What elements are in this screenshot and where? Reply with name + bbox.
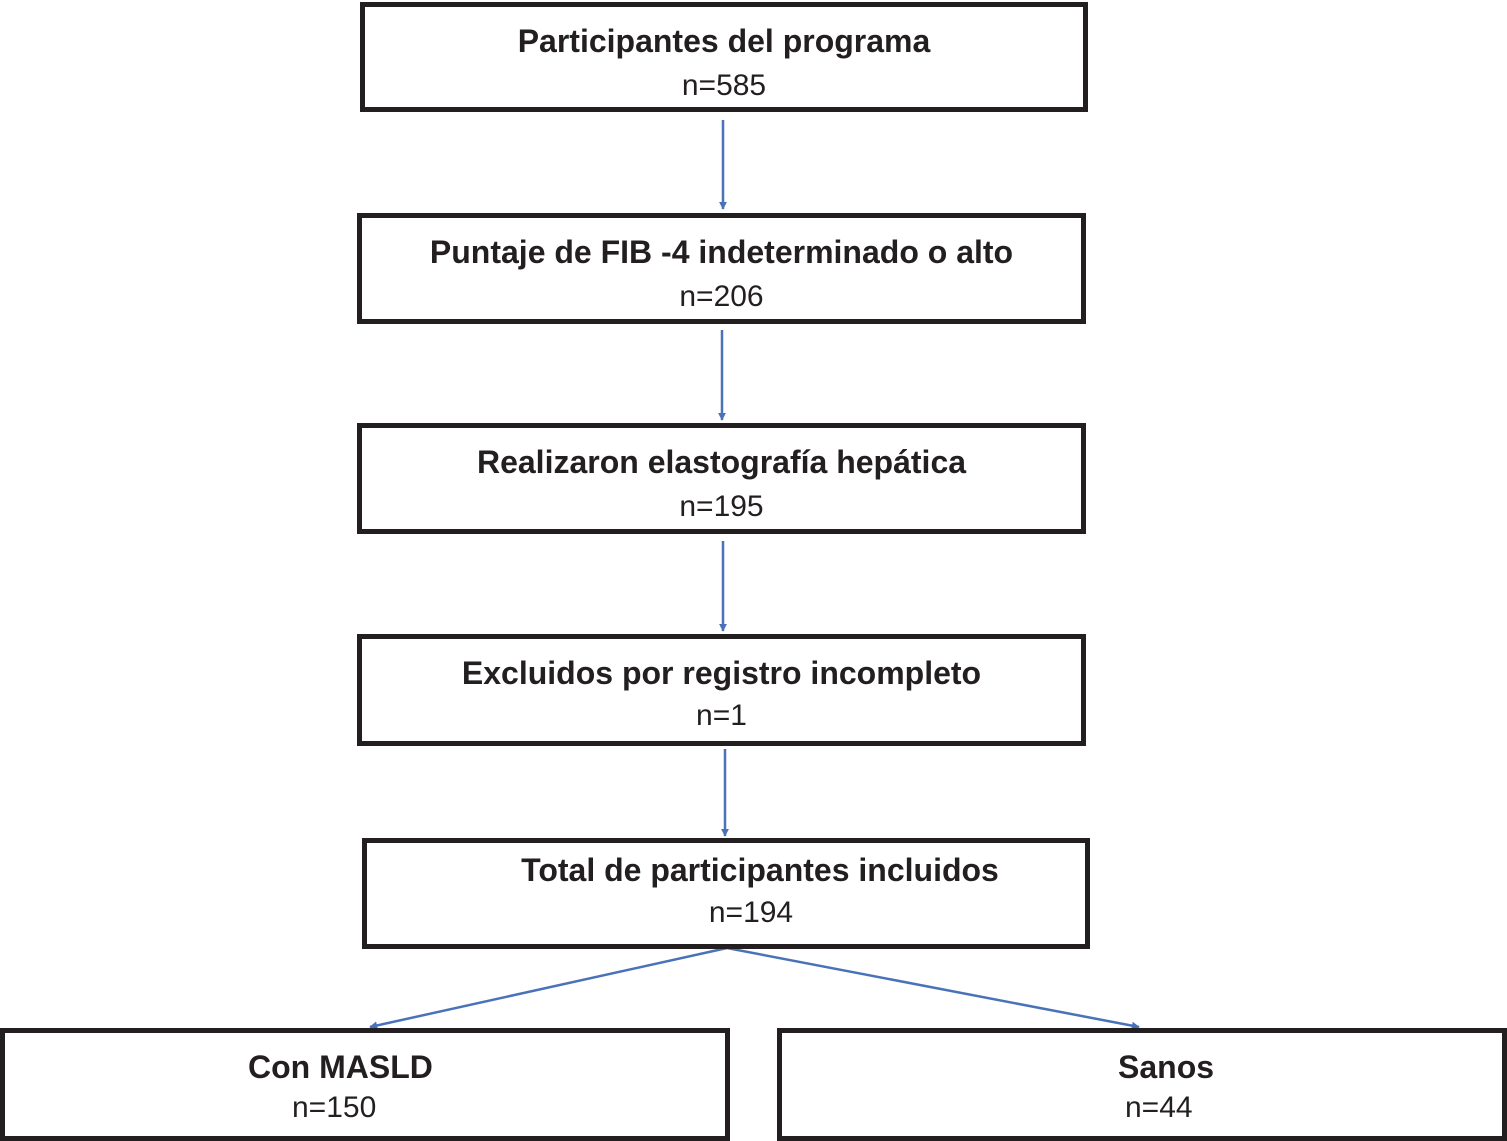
arrow-total-to-masld xyxy=(369,946,728,1030)
node-title: Participantes del programa xyxy=(517,23,931,59)
node-title: Realizaron elastografía hepática xyxy=(476,444,967,480)
node-sanos: Sanos n=44 xyxy=(777,1028,1507,1141)
node-masld: Con MASLD n=150 xyxy=(0,1028,730,1141)
node-title: Puntaje de FIB -4 indeterminado o alto xyxy=(429,234,1014,270)
node-elastografia: Realizaron elastografía hepática n=195 xyxy=(357,423,1086,534)
node-count: n=194 xyxy=(708,896,794,929)
node-title: Total de participantes incluidos xyxy=(521,852,999,888)
arrow-total-to-sanos xyxy=(726,946,1140,1030)
node-title: Sanos xyxy=(1118,1049,1215,1085)
node-participantes: Participantes del programa n=585 xyxy=(360,2,1088,112)
node-count: n=195 xyxy=(679,490,764,523)
node-excluidos: Excluidos por registro incompleto n=1 xyxy=(357,634,1086,746)
node-count: n=206 xyxy=(679,280,764,313)
node-fib4: Puntaje de FIB -4 indeterminado o alto n… xyxy=(357,213,1086,324)
node-count: n=44 xyxy=(1125,1091,1193,1124)
node-title: Excluidos por registro incompleto xyxy=(461,655,982,691)
node-count: n=150 xyxy=(292,1091,377,1124)
node-count: n=1 xyxy=(696,699,747,732)
node-count: n=585 xyxy=(681,69,767,102)
node-total: Total de participantes incluidos n=194 xyxy=(362,838,1090,949)
node-title: Con MASLD xyxy=(248,1049,433,1085)
